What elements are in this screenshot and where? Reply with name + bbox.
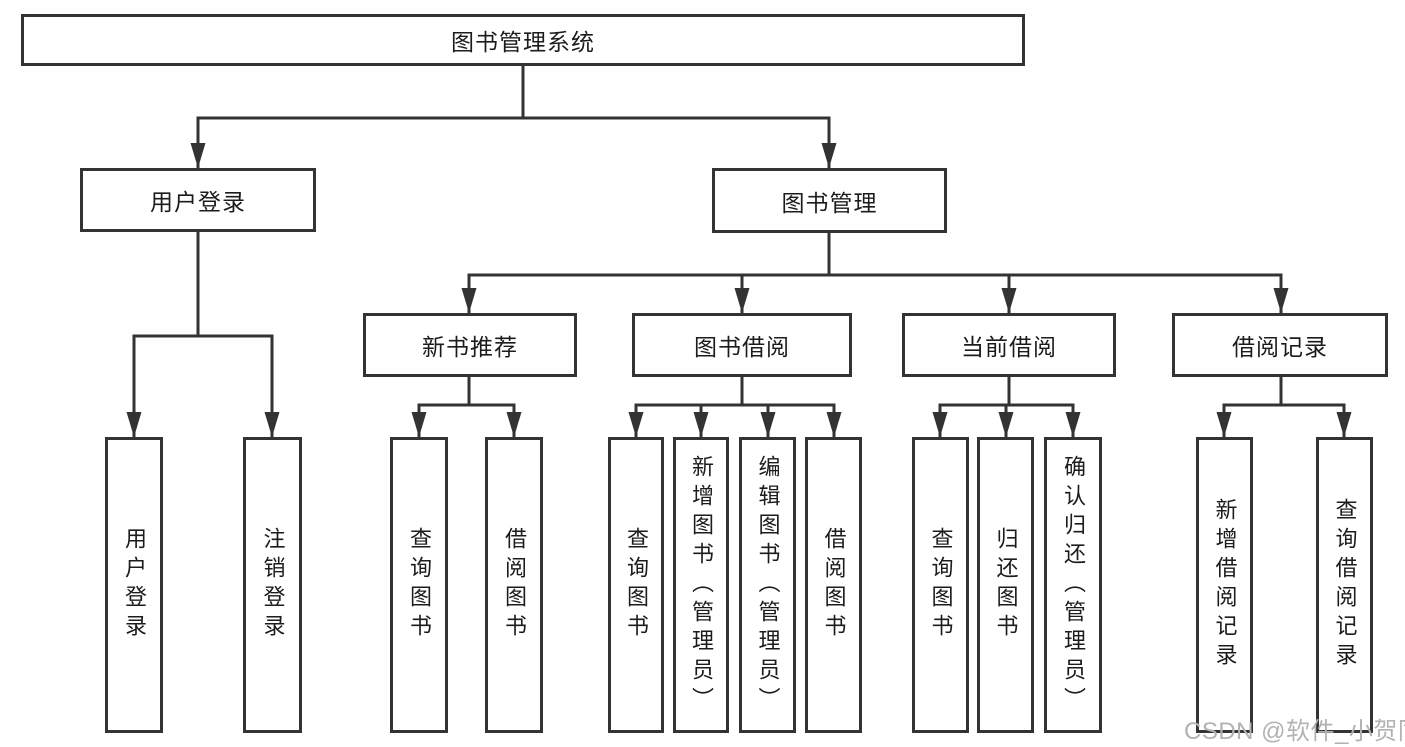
leaf-add-borrow-record: 新增借阅记录	[1196, 437, 1253, 733]
node-book-management: 图书管理	[712, 168, 947, 233]
leaf-label: 新增借阅记录	[1212, 498, 1238, 672]
leaf-query-books-recommend: 查询图书	[390, 437, 448, 733]
leaf-label: 注销登录	[260, 527, 286, 643]
leaf-add-books-admin: 新增图书（管理员）	[673, 437, 729, 733]
node-label: 当前借阅	[961, 334, 1057, 360]
node-label: 新书推荐	[422, 334, 518, 360]
leaf-label: 用户登录	[122, 527, 147, 643]
leaf-logout: 注销登录	[243, 437, 302, 733]
node-user-login: 用户登录	[80, 168, 316, 232]
node-current-borrow: 当前借阅	[902, 313, 1116, 377]
leaf-query-borrow-record: 查询借阅记录	[1316, 437, 1373, 733]
leaf-label: 归还图书	[993, 527, 1019, 643]
node-label: 图书管理系统	[451, 29, 595, 55]
connector-root-to-level2	[196, 64, 831, 120]
leaf-label: 编辑图书（管理员）	[755, 454, 781, 716]
connector-book-borrow-to-leaves	[634, 375, 836, 407]
connector-current-borrow-to-leaves	[938, 375, 1075, 407]
node-label: 用户登录	[150, 189, 246, 215]
connector-borrow-records-to-leaves	[1222, 375, 1346, 407]
leaf-user-login: 用户登录	[105, 437, 163, 733]
node-label: 借阅记录	[1232, 334, 1328, 360]
node-library-management-system: 图书管理系统	[21, 14, 1025, 66]
leaf-label: 查询图书	[624, 527, 649, 643]
leaf-label: 查询借阅记录	[1332, 498, 1358, 672]
leaf-borrow-books-recommend: 借阅图书	[485, 437, 543, 733]
leaf-edit-books-admin: 编辑图书（管理员）	[739, 437, 796, 733]
node-new-book-recommend: 新书推荐	[363, 313, 577, 377]
leaf-confirm-return-admin: 确认归还（管理员）	[1044, 437, 1102, 733]
leaf-label: 新增图书（管理员）	[689, 454, 714, 716]
leaf-label: 借阅图书	[502, 527, 527, 643]
leaf-label: 查询图书	[407, 527, 432, 643]
connector-new-book-to-leaves	[417, 375, 516, 407]
node-borrow-records: 借阅记录	[1172, 313, 1388, 377]
watermark-text: CSDN @软件_小贺同学	[1184, 718, 1405, 745]
leaf-borrow-books-borrow: 借阅图书	[805, 437, 862, 733]
leaf-label: 借阅图书	[821, 527, 847, 643]
node-book-borrow: 图书借阅	[632, 313, 852, 377]
leaf-return-books: 归还图书	[977, 437, 1034, 733]
leaf-query-books-borrow: 查询图书	[608, 437, 664, 733]
node-label: 图书管理	[781, 189, 878, 216]
connector-user-login-to-leaves	[132, 230, 274, 338]
connector-book-management-to-level3	[467, 230, 1283, 277]
leaf-label: 查询图书	[928, 527, 954, 643]
leaf-label: 确认归还（管理员）	[1061, 454, 1086, 716]
node-label: 图书借阅	[694, 334, 790, 360]
leaf-query-books-current: 查询图书	[912, 437, 969, 733]
